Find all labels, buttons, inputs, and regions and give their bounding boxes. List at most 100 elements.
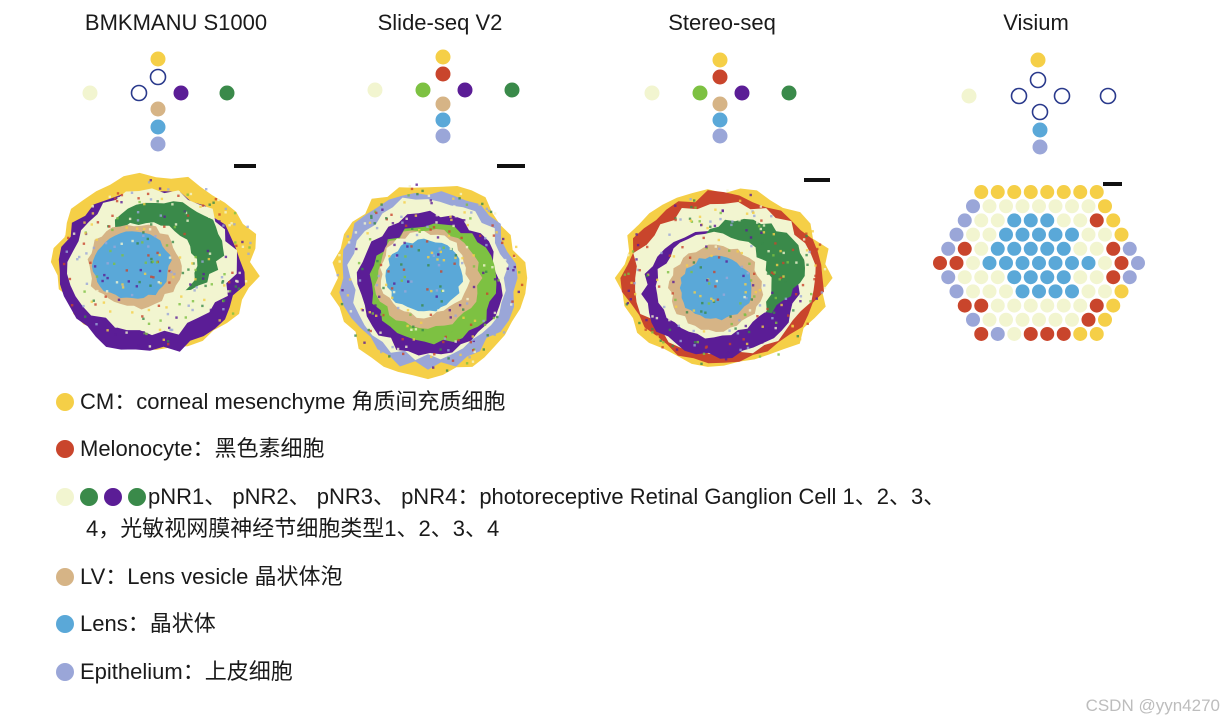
spot-speckle [674,217,677,220]
spot-speckle [447,234,451,238]
spot-speckle [82,233,86,236]
spot-speckle [447,349,450,352]
spot-speckle [92,299,95,302]
spot-speckle [802,238,806,241]
spot-speckle [753,295,756,298]
spot-speckle [823,286,827,290]
spot-speckle [368,221,372,224]
spot-speckle [155,261,159,264]
spot-speckle [82,304,85,308]
spot-speckle [427,194,431,197]
spot-speckle [683,247,686,250]
spot-speckle [429,313,433,316]
spot-speckle [448,309,451,312]
spot-speckle [486,292,489,295]
spot-speckle [719,217,722,221]
visium-spot [1081,199,1096,214]
legend-label-lens: Lens：晶状体 [80,611,216,636]
spot-speckle [811,230,814,233]
spot-speckle [806,322,809,325]
spot-speckle [109,249,112,253]
spot-speckle [444,335,447,339]
spot-speckle [128,217,132,221]
spot-speckle [701,301,704,305]
spot-speckle [228,224,231,227]
spot-speckle [772,233,775,236]
spot-speckle [414,214,418,217]
spot-speckle [96,221,100,224]
spot-speckle [224,255,228,259]
spot-speckle [392,290,396,294]
spot-speckle [779,249,782,253]
visium-spot [1056,270,1071,285]
spot-speckle [247,252,250,255]
spot-speckle [121,283,124,286]
visium-spot [1073,326,1088,341]
spot-speckle [181,271,185,275]
spot-speckle [385,283,388,287]
spot-speckle [136,211,140,214]
spot-speckle [89,261,92,264]
spot-speckle [407,280,410,283]
spot-speckle [473,319,477,322]
visium-spot [990,298,1005,313]
spot-speckle [468,356,471,359]
spot-speckle [645,318,648,322]
spot-speckle [442,259,446,262]
spot-speckle [480,241,484,244]
spot-speckle [167,343,170,346]
spot-speckle [194,268,197,272]
spot-speckle [717,238,720,242]
spot-speckle [725,260,728,263]
spot-speckle [679,339,682,343]
spot-speckle [750,298,753,301]
spot-speckle [147,322,151,325]
visium-spot [1081,284,1096,299]
spot-speckle [406,245,409,248]
visium-spot [1032,199,1046,214]
spot-speckle [705,246,708,250]
visium-spot [1098,312,1112,327]
spot-speckle [170,270,173,274]
spot-speckle [713,270,716,274]
spot-speckle [717,256,721,259]
spot-speckle [177,297,180,300]
melonocyte-dot-icon [56,440,74,458]
spot-speckle [805,249,809,252]
cluster-dot-pnr2-icon [415,82,431,98]
spot-speckle [792,309,795,312]
spot-speckle [745,212,749,215]
spot-speckle [127,280,130,283]
spot-speckle [671,292,674,295]
spot-speckle [492,316,496,320]
spot-speckle [208,252,212,255]
visium-spot [982,284,997,299]
spot-speckle [120,193,124,197]
spot-speckle [206,249,210,253]
spot-speckle [123,202,126,206]
cluster-dot-pnr3-icon [457,82,473,98]
spot-speckle [412,325,415,328]
spot-speckle [815,297,818,300]
spot-speckle [223,273,226,276]
spot-speckle [705,245,708,248]
spot-speckle [715,228,719,232]
spot-speckle [106,262,109,265]
spot-speckle [189,192,193,196]
spot-speckle [143,227,146,231]
spot-speckle [388,255,391,258]
cluster-dot-cm-icon [150,51,166,67]
spot-speckle [93,265,97,268]
visium-spot [990,326,1005,341]
spot-speckle [453,219,456,222]
spot-speckle [375,314,378,317]
spot-speckle [692,309,696,312]
spot-speckle [456,225,459,229]
spot-speckle [117,298,121,301]
spot-speckle [174,223,178,226]
spot-speckle [234,241,237,244]
spot-speckle [391,345,394,349]
spot-speckle [169,328,172,332]
spot-speckle [142,231,145,234]
spot-speckle [749,236,753,239]
